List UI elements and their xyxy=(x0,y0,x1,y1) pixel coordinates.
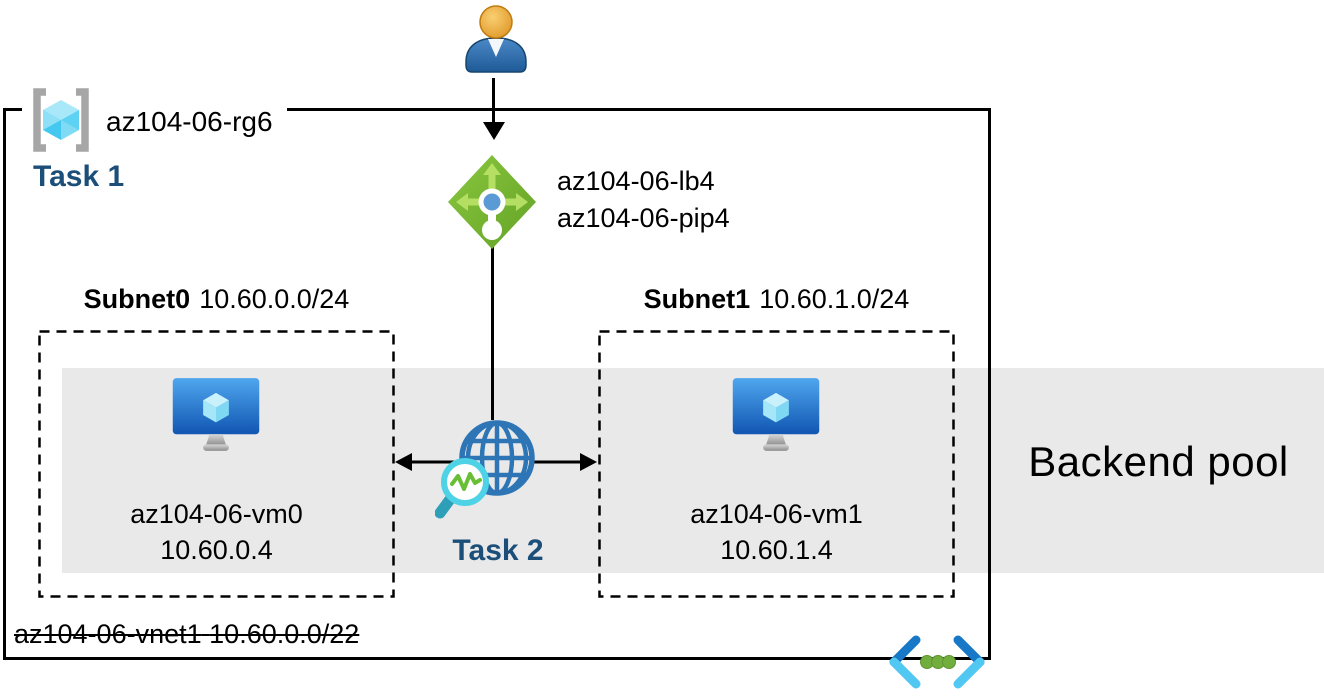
subnet1-box xyxy=(598,330,955,598)
load-balancer-name: az104-06-lb4 xyxy=(557,166,715,196)
health-probe-globe-icon xyxy=(434,418,555,535)
vm1-icon xyxy=(730,377,822,457)
backend-pool-label: Backend pool xyxy=(1028,438,1289,485)
virtual-network-icon xyxy=(887,633,987,696)
resource-group-icon xyxy=(26,85,96,160)
public-ip-name: az104-06-pip4 xyxy=(557,203,730,233)
vm0-label: az104-06-vm0 10.60.0.4 xyxy=(38,496,395,568)
vnet-name: az104-06-vnet1 xyxy=(14,619,202,649)
subnet0-label: Subnet0 10.60.0.0/24 xyxy=(38,284,395,315)
vm0-name: az104-06-vm0 xyxy=(130,499,303,529)
load-balancer-labels: az104-06-lb4 az104-06-pip4 xyxy=(557,163,730,237)
backend-pool-band xyxy=(62,368,1324,573)
subnet0-name: Subnet0 xyxy=(83,284,191,314)
subnet0-box xyxy=(38,330,395,598)
vm1-label: az104-06-vm1 10.60.1.4 xyxy=(598,496,955,568)
vnet-label: az104-06-vnet1 10.60.0.0/22 xyxy=(14,619,359,650)
task2-label: Task 2 xyxy=(452,534,544,567)
resource-group-name: az104-06-rg6 xyxy=(106,106,273,137)
user-to-lb-arrowhead xyxy=(483,122,505,140)
vm1-name: az104-06-vm1 xyxy=(690,499,863,529)
subnet1-name: Subnet1 xyxy=(643,284,751,314)
vm1-ip: 10.60.1.4 xyxy=(720,535,833,565)
vm0-icon xyxy=(170,377,262,457)
subnet1-label: Subnet1 10.60.1.0/24 xyxy=(598,284,955,315)
user-to-lb-arrow-line xyxy=(492,78,495,124)
lb-to-probe-line xyxy=(490,247,494,420)
task1-label: Task 1 xyxy=(33,160,125,193)
resource-group-title: az104-06-rg6 xyxy=(22,84,287,160)
user-person-icon xyxy=(459,4,533,81)
load-balancer-icon xyxy=(447,154,537,255)
subnet0-cidr: 10.60.0.0/24 xyxy=(199,284,350,314)
vnet-cidr: 10.60.0.0/22 xyxy=(209,619,360,649)
subnet1-cidr: 10.60.1.0/24 xyxy=(759,284,910,314)
vm0-ip: 10.60.0.4 xyxy=(160,535,273,565)
subnet-to-subnet-arrow xyxy=(393,450,599,479)
